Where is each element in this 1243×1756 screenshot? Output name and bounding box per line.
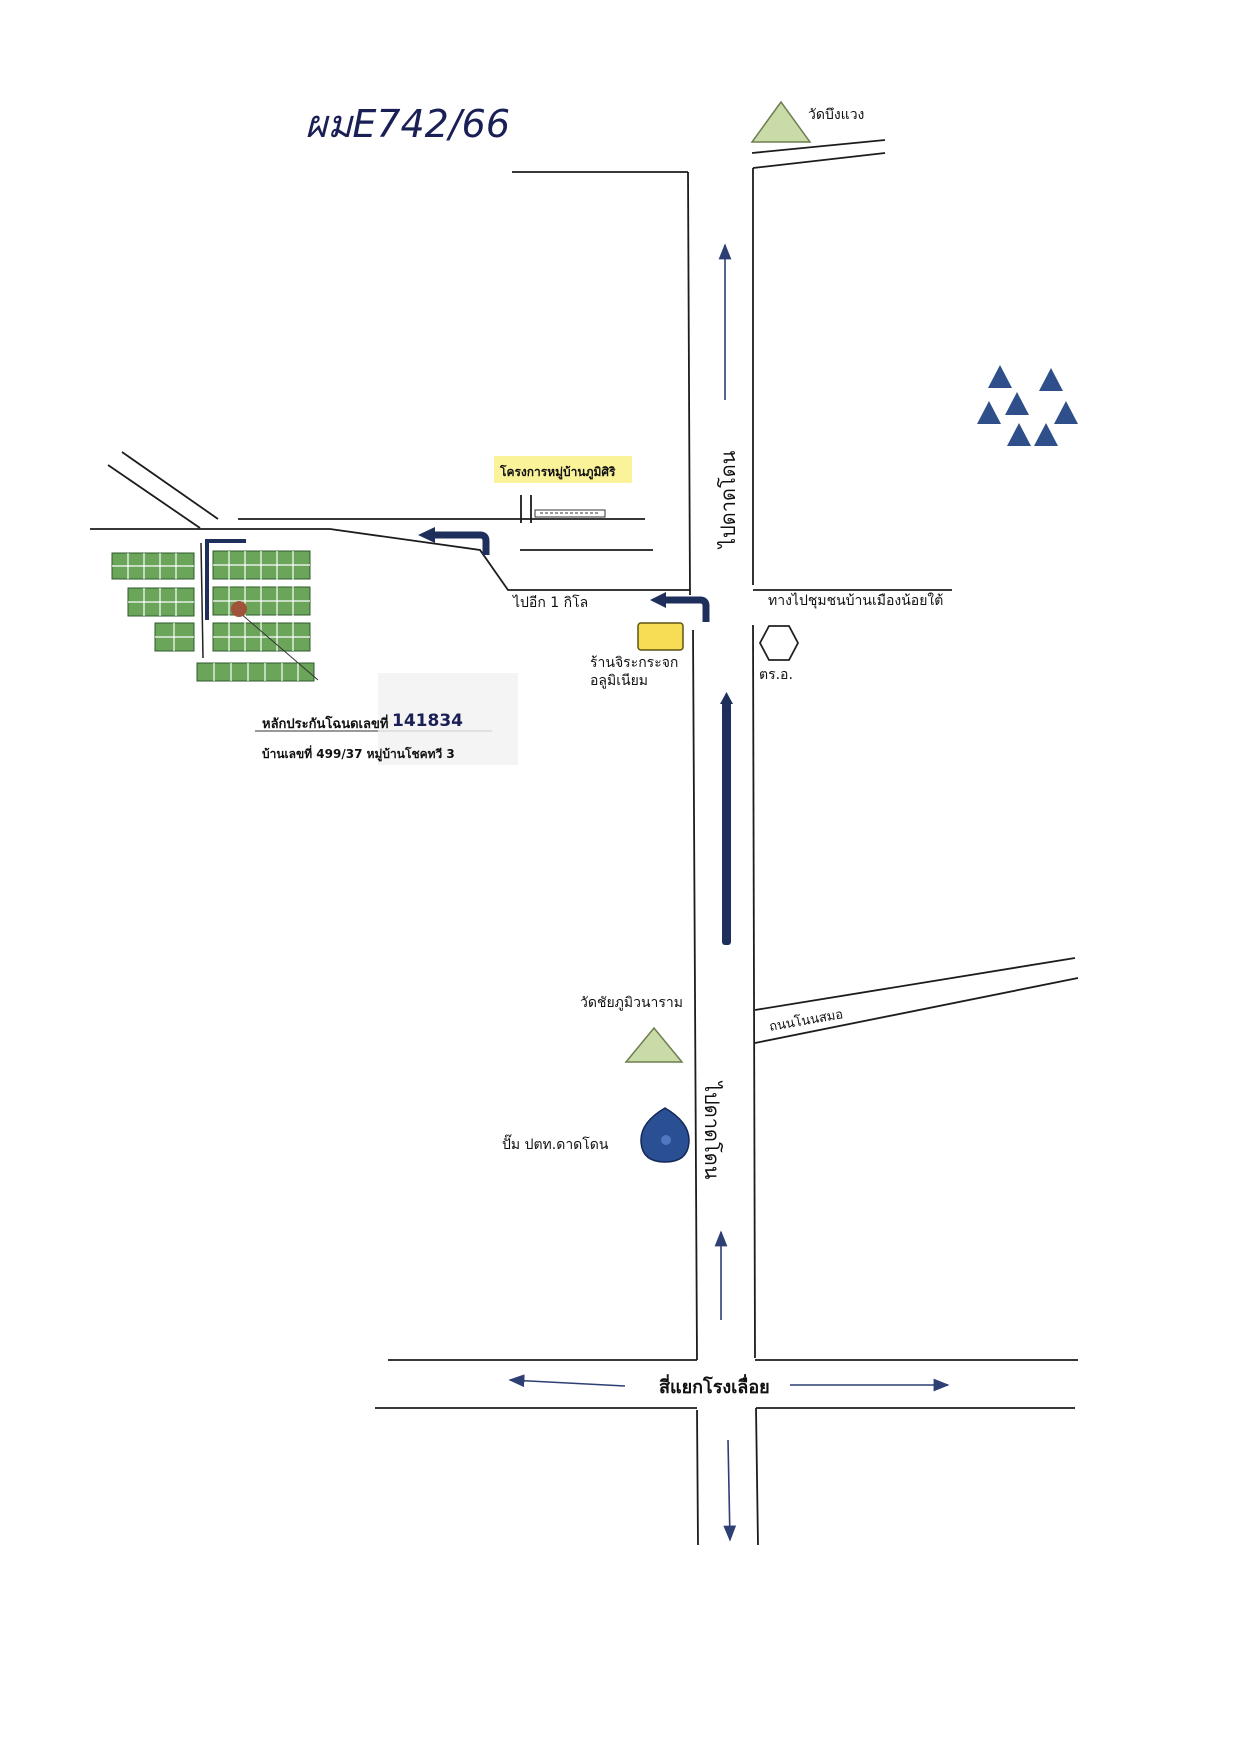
gas-pump-icon-center (661, 1135, 671, 1145)
temple-mid-label: วัดชัยภูมิวนาราม (580, 995, 683, 1011)
direction-arrows (508, 243, 950, 1542)
plot-lane-line (200, 542, 204, 659)
leader-line (239, 612, 319, 681)
handwritten-reference: ผมE742/66 (305, 102, 510, 146)
plot-row (196, 662, 315, 682)
temple-triangle-icon (750, 100, 812, 143)
west-arrow-junction (508, 1374, 626, 1388)
project-road-south-edge (90, 528, 690, 591)
house-address-label: บ้านเลขที่ 499/37 หมู่บ้านโชคทวี 3 (262, 745, 455, 762)
main-road-west-edge-mid (692, 629, 698, 1361)
target-plot-marker (231, 601, 247, 617)
forest-triangle-icon (1054, 401, 1078, 424)
route-arrows (205, 527, 733, 945)
route-bar-arrowhead (720, 692, 733, 704)
gas-station-label: ปั๊ม ปตท.ดาดโดน (502, 1134, 609, 1153)
route-bar-main-road (722, 702, 731, 945)
project-banner (494, 456, 632, 483)
route-arrow-turn-left-1-head (650, 592, 666, 608)
collateral-number: 141834 (392, 711, 463, 731)
forest-triangle-icon (1005, 392, 1029, 415)
plot-dividers (112, 551, 310, 681)
collateral-label: หลักประกันโฉนดเลขที่ (262, 714, 388, 732)
road-label-dat-don-upper: ไปดาดโดน (716, 450, 740, 550)
store-label-line2: อลูมิเนียม (590, 673, 648, 689)
non-samor-road-south (754, 977, 1079, 1044)
main-road-east-edge-mid (752, 624, 756, 1359)
main-road-east-edge-lower (755, 1407, 759, 1546)
distance-label: ไปอีก 1 กิโล (512, 594, 588, 611)
road-label-dat-don-lower: ไปดาดโดน (700, 1080, 724, 1180)
housing-project-label: โครงการหมู่บ้านภูมิศิริ (499, 464, 616, 480)
forest-triangle-icon (1007, 423, 1031, 446)
roads (90, 139, 1079, 1546)
police-box-icon (758, 625, 800, 661)
side-road-label: ถนนโนนสมอ (768, 1006, 844, 1035)
route-arrow-turn-into-plot (205, 539, 246, 620)
junction-label: สี่แยกโรงเลื่อย (659, 1374, 770, 1398)
gas-pump-icon (640, 1107, 690, 1163)
west-diagonal-road-2 (107, 464, 201, 529)
forest-symbols (977, 365, 1078, 446)
main-road-west-edge-lower (696, 1409, 699, 1546)
south-arrow (723, 1439, 737, 1542)
community-road-label: ทางไปชุมชนบ้านเมืองน้อยใต้ (768, 592, 943, 609)
route-arrow-turn-left-2 (433, 531, 490, 555)
police-label: ตร.อ. (759, 667, 793, 683)
top-road-east-north (751, 139, 886, 154)
forest-triangle-icon (1039, 368, 1063, 391)
housing-plots (111, 550, 315, 682)
forest-triangle-icon (988, 365, 1012, 388)
temple-top-label: วัดบึงแวง (808, 107, 864, 123)
store-icon (637, 622, 684, 651)
top-road-east-south (752, 152, 886, 169)
non-samor-road-north (754, 957, 1076, 1011)
route-arrow-turn-left-2-head (418, 527, 435, 543)
main-road-west-edge-upper (687, 171, 691, 596)
landmarks (494, 100, 812, 1163)
west-diagonal-road-1 (121, 451, 219, 520)
temple-triangle-icon (624, 1026, 684, 1063)
route-arrow-turn-left-1 (664, 596, 710, 622)
store-label-line1: ร้านจิระกระจก (590, 655, 678, 671)
forest-triangle-icon (977, 401, 1001, 424)
forest-triangle-icon (1034, 423, 1058, 446)
faint-stamp (378, 673, 518, 765)
